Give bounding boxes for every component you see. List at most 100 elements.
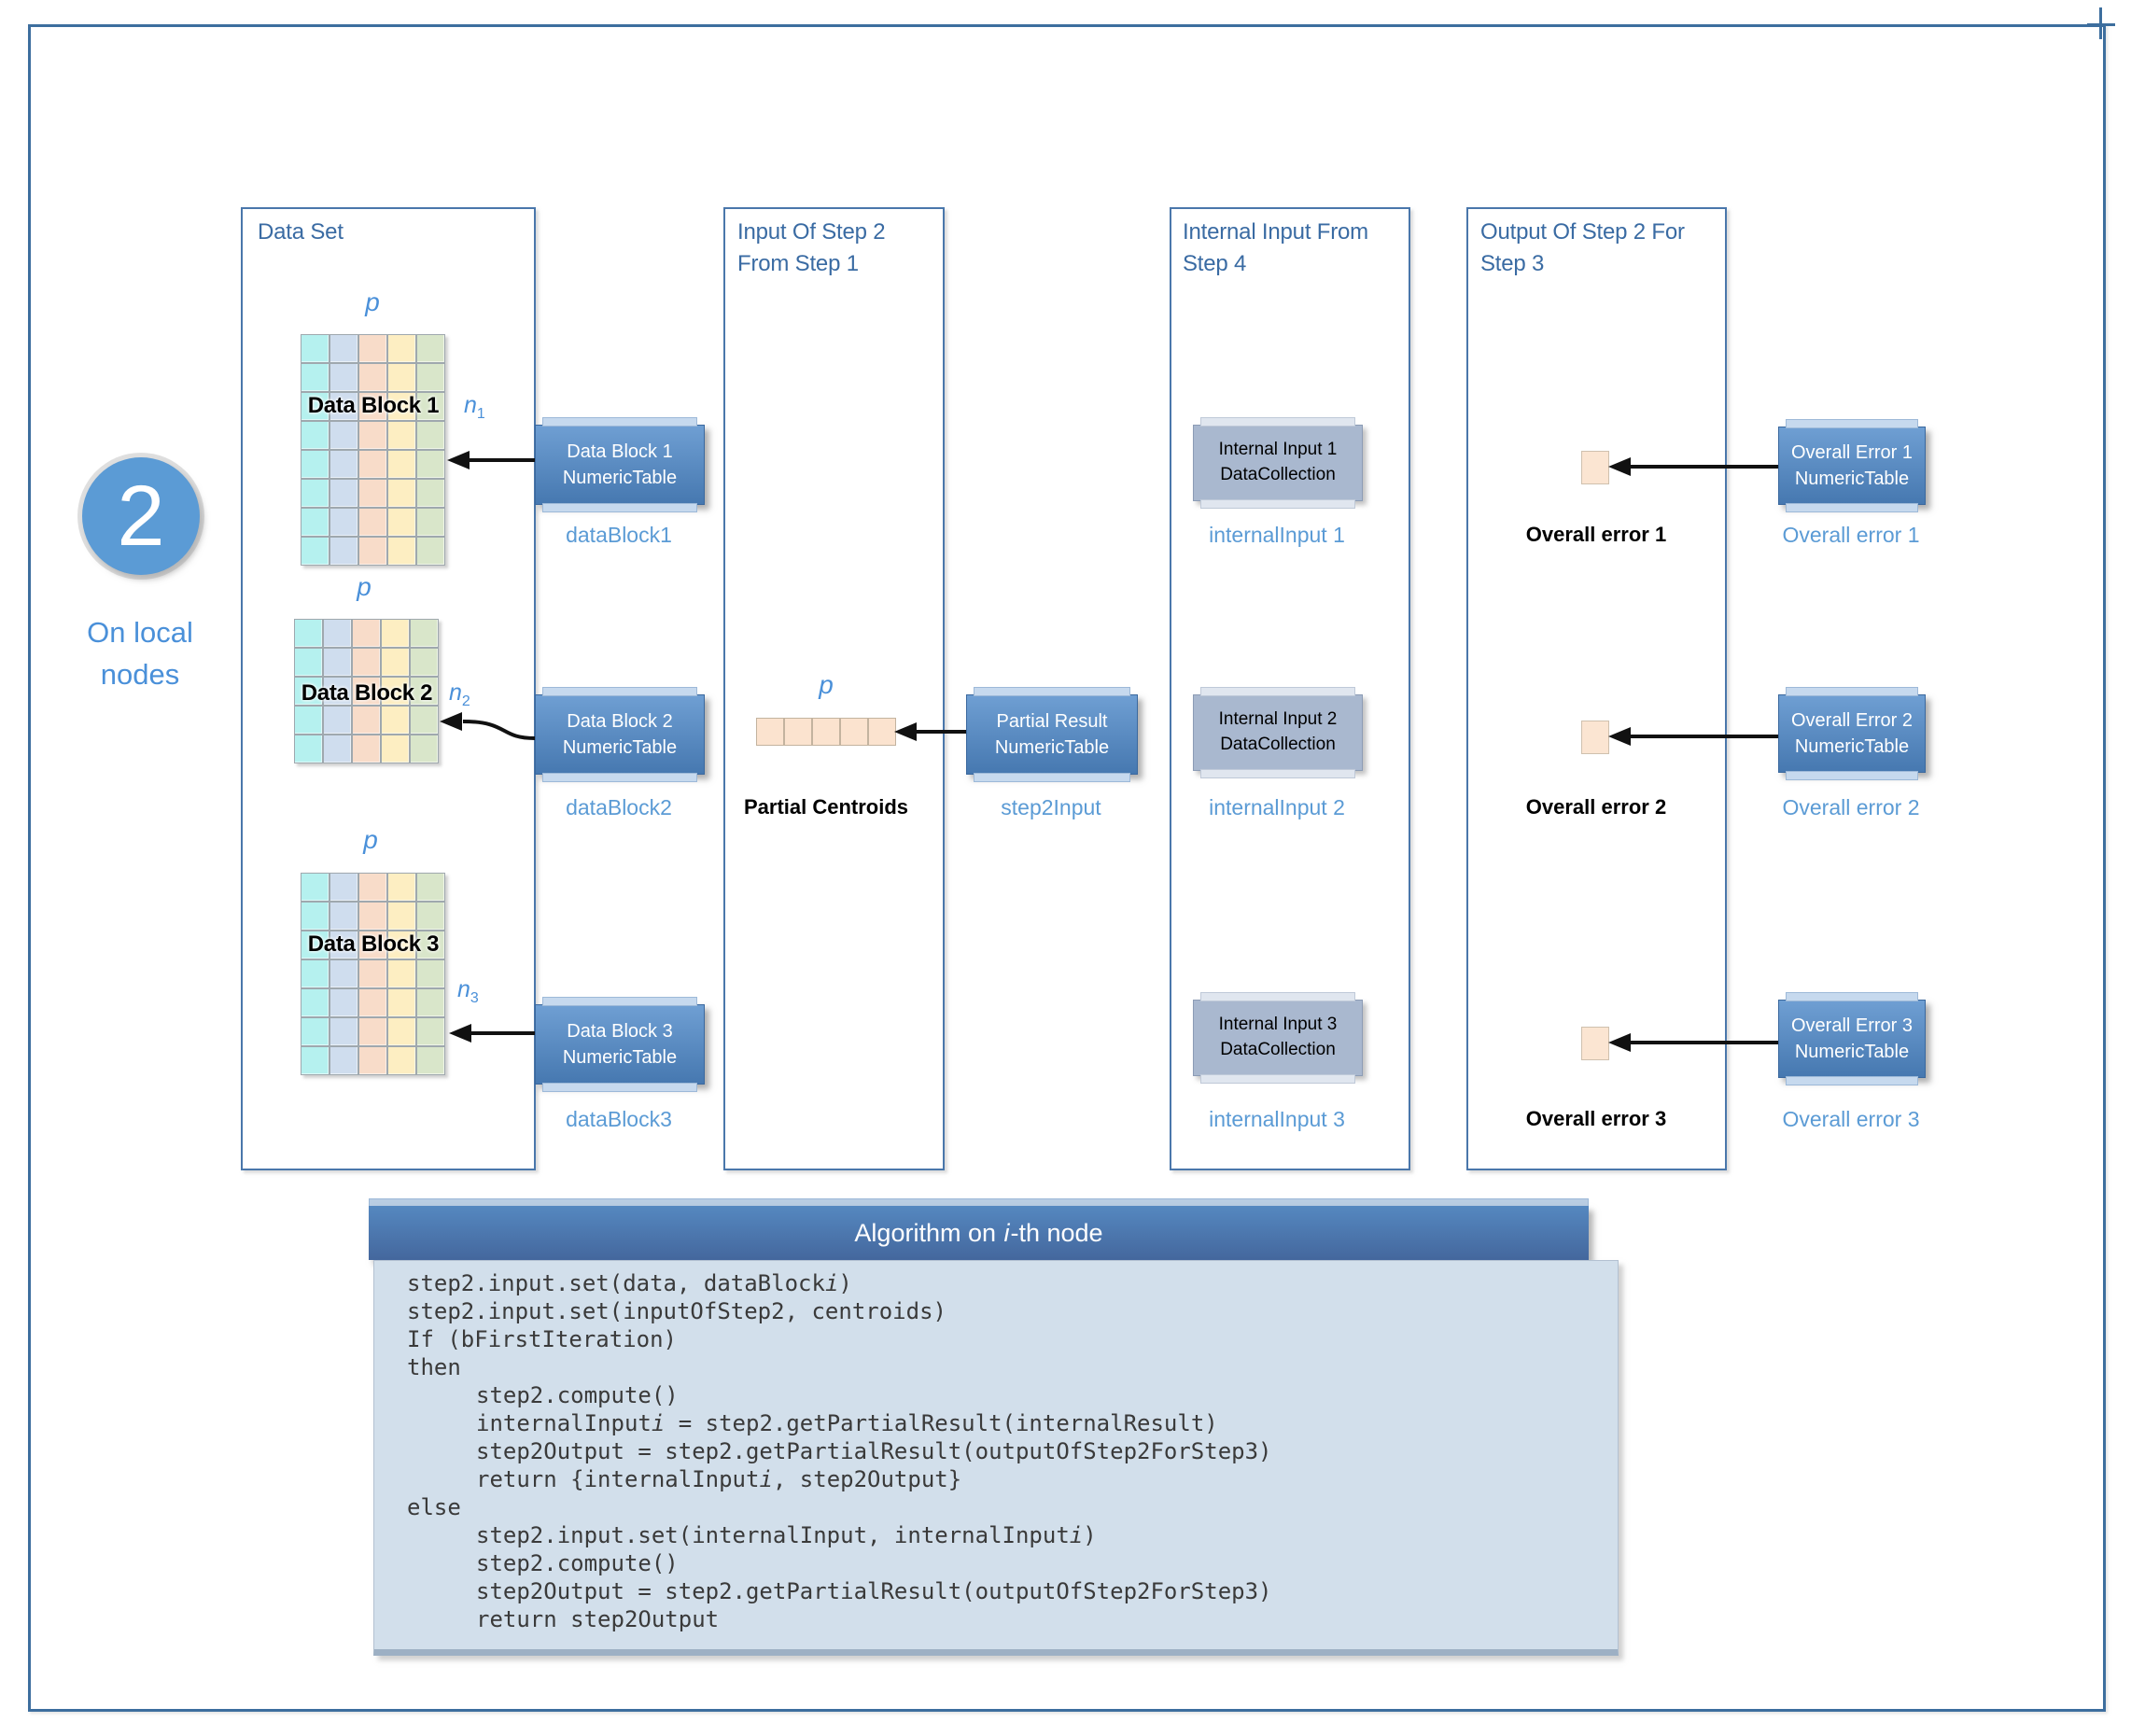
grid-cell [416,479,445,508]
code-line: step2.input.set(inputOfStep2, centroids) [407,1298,946,1324]
overall-error-3-box-line2: NumericTable [1794,1042,1910,1062]
partial-centroids-strip [756,718,896,746]
grid-cell [381,619,410,648]
panel-output-of-step2-title: Output Of Step 2 For Step 3 [1480,217,1685,279]
partial-result-line2: NumericTable [994,737,1110,758]
grid-cell [301,537,329,566]
data-block-1-numerictable-line1: Data Block 1 [567,441,673,462]
grid-cell [301,988,329,1017]
panel-internal-input-title-line2: Step 4 [1183,250,1247,276]
datablock2-variable-label: dataBlock2 [566,795,672,819]
overall-error-2-box-line1: Overall Error 2 [1790,710,1914,731]
data-block-2-grid [294,619,439,763]
grid-cell [294,648,323,677]
grid-cell [416,902,445,931]
code-line: internalInputi = step2.getPartialResult(… [476,1410,1218,1436]
overall-error-3-box-line1: Overall Error 3 [1790,1015,1914,1036]
overall-error-1-variable-label: Overall error 1 [1782,523,1920,547]
grid-cell [381,706,410,735]
partial-result-numerictable-box: Partial Result NumericTable [966,687,1138,782]
code-line: step2.compute() [476,1382,679,1408]
grid-cell [301,508,329,537]
data-block-1-numerictable-line2: NumericTable [562,468,678,488]
grid-cell [329,363,358,392]
grid-cell [358,392,387,421]
grid-cell [329,479,358,508]
overall-error-2-numerictable-box: Overall Error 2 NumericTable [1778,687,1926,780]
overall-error-2-box-line2: NumericTable [1794,736,1910,757]
grid-cell [352,735,381,763]
grid-cell [387,959,416,988]
internal-input-2-line1: Internal Input 2 [1218,709,1338,730]
data-block-1-numerictable-box: Data Block 1 NumericTable [535,417,705,512]
grid-cell [323,648,352,677]
grid-cell [358,873,387,902]
grid-cell [358,988,387,1017]
grid-cell [301,902,329,931]
grid-cell [329,873,358,902]
code-line: return step2Output [476,1606,720,1632]
grid-cell [358,1017,387,1046]
overall-error-2-label: Overall error 2 [1525,795,1667,819]
p-dimension-label-block3: p [363,825,378,854]
grid-cell [301,334,329,363]
algorithm-title: Algorithm on i-th node [854,1218,1103,1247]
grid-cell [329,508,358,537]
grid-cell [294,677,323,706]
grid-cell [381,648,410,677]
grid-cell [387,334,416,363]
internal-input-2-line2: DataCollection [1220,735,1336,754]
centroid-cell [840,718,868,746]
code-line: step2Output = step2.getPartialResult(out… [476,1438,1272,1464]
internal-input-1-line2: DataCollection [1220,465,1336,484]
p-dimension-label-block1: p [365,287,380,316]
grid-cell [294,706,323,735]
internal-input-3-datacollection-box: Internal Input 3 DataCollection [1193,992,1363,1084]
grid-cell [301,450,329,479]
grid-cell [387,1017,416,1046]
data-block-2-numerictable-line1: Data Block 2 [567,711,673,732]
overall-error-1-numerictable-box: Overall Error 1 NumericTable [1778,419,1926,512]
grid-cell [358,931,387,959]
grid-cell [387,363,416,392]
code-line: If (bFirstIteration) [407,1326,677,1352]
grid-cell [329,450,358,479]
grid-cell [387,479,416,508]
step-caption-line2: nodes [100,657,180,691]
data-block-3-grid [301,873,445,1075]
grid-cell [358,450,387,479]
overall-error-1-box-line2: NumericTable [1794,469,1910,489]
grid-cell [358,959,387,988]
grid-cell [301,1017,329,1046]
data-block-3-numerictable-line2: NumericTable [562,1047,678,1068]
code-line: return {internalInputi, step2Output} [476,1466,962,1492]
grid-cell [416,334,445,363]
grid-cell [358,479,387,508]
panel-input-of-step2-title-line1: Input Of Step 2 [737,219,886,245]
data-block-3-label: Data Block 3 [307,931,440,957]
overall-error-2-variable-label: Overall error 2 [1782,795,1920,819]
grid-cell [416,1017,445,1046]
grid-cell [358,1046,387,1075]
step-caption-line1: On local [87,616,193,649]
algorithm-code-block: step2.input.set(data, dataBlocki)step2.i… [373,1260,1619,1656]
grid-cell [358,537,387,566]
panel-output-of-step2-title-line1: Output Of Step 2 For [1480,219,1685,245]
partial-centroids-label: Partial Centroids [743,795,909,819]
grid-cell [416,392,445,421]
grid-cell [301,363,329,392]
internalinput1-variable-label: internalInput 1 [1209,523,1345,547]
grid-cell [329,1017,358,1046]
grid-cell [416,450,445,479]
grid-cell [358,334,387,363]
figure-border [28,24,2106,1712]
grid-cell [381,677,410,706]
internalinput2-variable-label: internalInput 2 [1209,795,1345,819]
algorithm-code-lines: step2.input.set(data, dataBlocki)step2.i… [407,1269,1618,1633]
grid-cell [416,421,445,450]
grid-cell [301,479,329,508]
grid-cell [301,873,329,902]
grid-cell [329,902,358,931]
grid-cell [416,363,445,392]
